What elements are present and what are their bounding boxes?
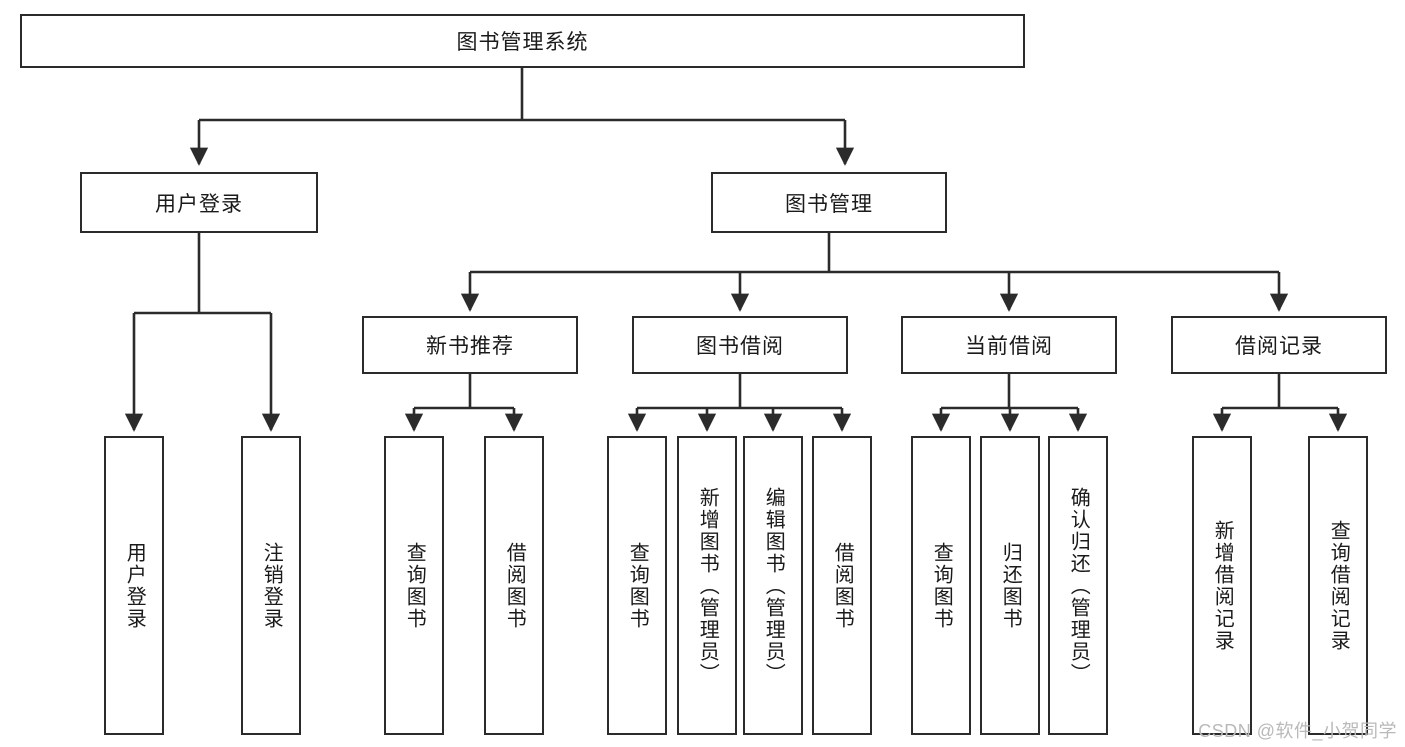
node-leaf-logout-login-label: 注销登录 — [260, 541, 283, 630]
node-leaf-query-book-2-label: 查询图书 — [626, 541, 649, 630]
node-leaf-query-book-2[interactable]: 查询图书 — [607, 436, 667, 735]
node-book-manage[interactable]: 图书管理 — [711, 172, 947, 233]
node-leaf-borrow-book-2[interactable]: 借阅图书 — [812, 436, 872, 735]
node-leaf-query-record-label: 查询借阅记录 — [1327, 519, 1350, 652]
node-user-login-label: 用户登录 — [155, 192, 243, 216]
node-root[interactable]: 图书管理系统 — [20, 14, 1025, 68]
node-leaf-query-record[interactable]: 查询借阅记录 — [1308, 436, 1368, 735]
node-book-manage-label: 图书管理 — [785, 192, 873, 216]
node-leaf-user-login-label: 用户登录 — [123, 541, 146, 630]
node-leaf-borrow-book-2-label: 借阅图书 — [831, 541, 854, 630]
node-leaf-add-book[interactable]: 新增图书（管理员） — [677, 436, 737, 735]
node-leaf-add-record-label: 新增借阅记录 — [1211, 519, 1234, 652]
node-leaf-query-book-1-label: 查询图书 — [403, 541, 426, 630]
node-leaf-edit-book-label: 编辑图书（管理员） — [762, 486, 785, 685]
node-current-borrow[interactable]: 当前借阅 — [901, 316, 1117, 374]
node-current-borrow-label: 当前借阅 — [965, 335, 1053, 358]
node-book-borrow-label: 图书借阅 — [696, 335, 784, 358]
node-leaf-confirm-return[interactable]: 确认归还（管理员） — [1048, 436, 1108, 735]
node-leaf-query-book-1[interactable]: 查询图书 — [384, 436, 444, 735]
node-leaf-return-book[interactable]: 归还图书 — [980, 436, 1040, 735]
node-leaf-query-book-3-label: 查询图书 — [930, 541, 953, 630]
node-user-login[interactable]: 用户登录 — [80, 172, 318, 233]
node-leaf-borrow-book-1[interactable]: 借阅图书 — [484, 436, 544, 735]
node-leaf-user-login[interactable]: 用户登录 — [104, 436, 164, 735]
node-leaf-borrow-book-1-label: 借阅图书 — [503, 541, 526, 630]
node-leaf-return-book-label: 归还图书 — [999, 541, 1022, 630]
node-leaf-add-record[interactable]: 新增借阅记录 — [1192, 436, 1252, 735]
node-leaf-logout-login[interactable]: 注销登录 — [241, 436, 301, 735]
node-root-label: 图书管理系统 — [456, 31, 589, 54]
node-borrow-record[interactable]: 借阅记录 — [1171, 316, 1387, 374]
node-new-book-recommend[interactable]: 新书推荐 — [362, 316, 578, 374]
node-book-borrow[interactable]: 图书借阅 — [632, 316, 848, 374]
node-leaf-query-book-3[interactable]: 查询图书 — [911, 436, 971, 735]
node-borrow-record-label: 借阅记录 — [1235, 335, 1323, 358]
node-leaf-confirm-return-label: 确认归还（管理员） — [1067, 486, 1090, 685]
node-new-book-recommend-label: 新书推荐 — [426, 335, 514, 358]
node-leaf-edit-book[interactable]: 编辑图书（管理员） — [743, 436, 803, 735]
node-leaf-add-book-label: 新增图书（管理员） — [696, 486, 719, 685]
